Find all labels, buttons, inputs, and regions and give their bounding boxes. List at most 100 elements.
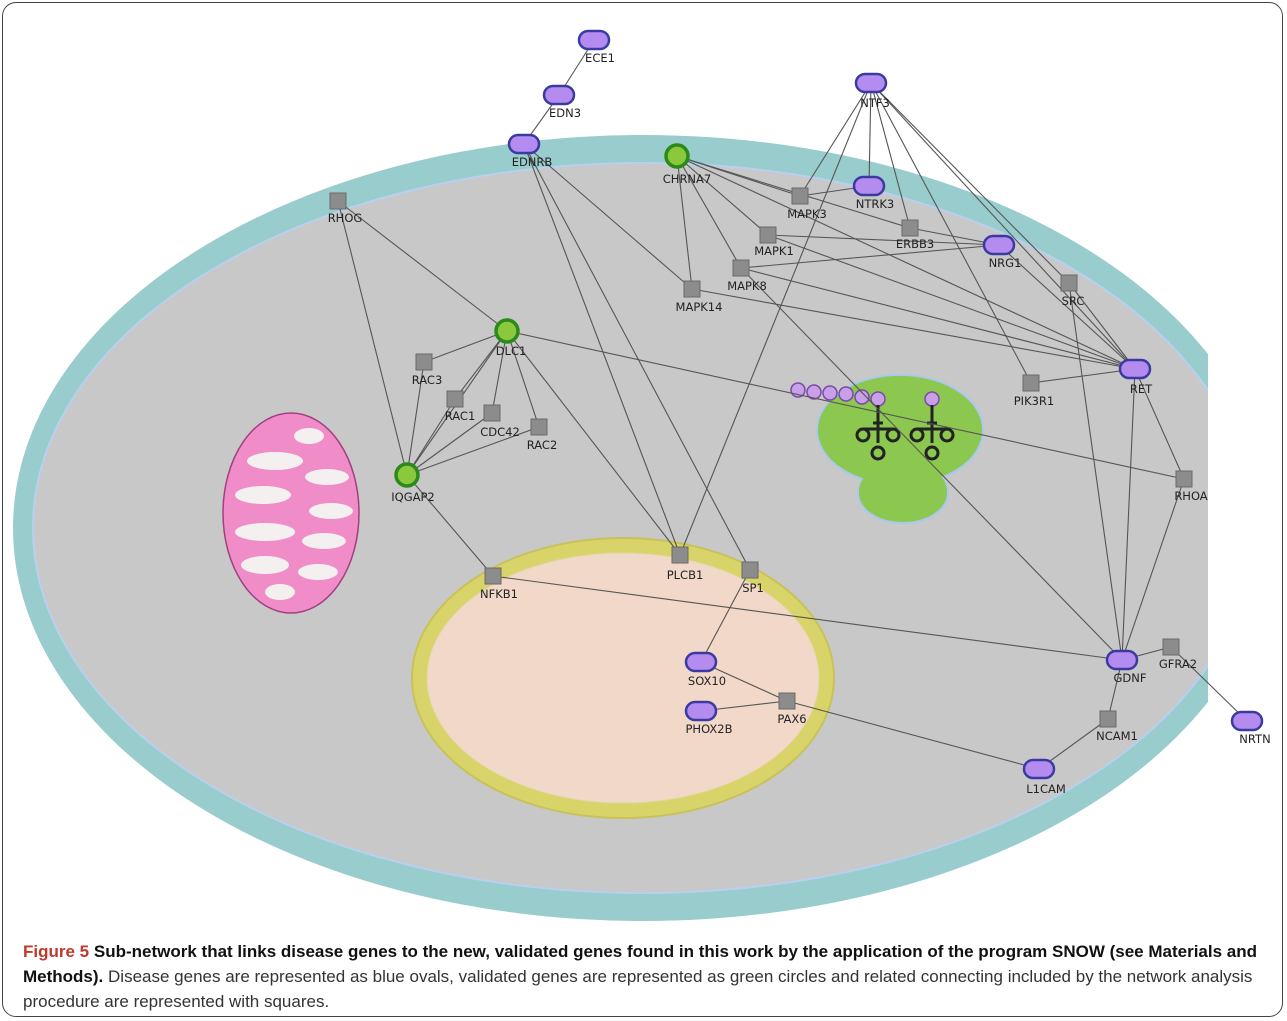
node-src[interactable]: SRC bbox=[1060, 274, 1084, 308]
node-chrna7[interactable]: CHRNA7 bbox=[663, 143, 711, 186]
node-ntrk3[interactable]: NTRK3 bbox=[852, 175, 894, 211]
edge-dlc1-rac3 bbox=[423, 330, 508, 363]
disease-gene-oval bbox=[1230, 710, 1264, 732]
edge-nfkb1-gdnf bbox=[492, 575, 1123, 661]
edge-nrg1-ret bbox=[998, 244, 1136, 370]
node-label: ERBB3 bbox=[896, 237, 934, 251]
node-label: RAC1 bbox=[445, 409, 476, 423]
node-label: RAC2 bbox=[527, 438, 558, 452]
disease-gene-oval bbox=[684, 651, 718, 673]
node-mapk8[interactable]: MAPK8 bbox=[727, 259, 767, 293]
node-nrg1[interactable]: NRG1 bbox=[982, 234, 1022, 270]
node-nrtn[interactable]: NRTN bbox=[1230, 710, 1271, 746]
node-label: CDC42 bbox=[480, 425, 520, 439]
disease-gene-oval bbox=[507, 133, 541, 155]
edge-chrna7-mapk1 bbox=[676, 155, 769, 236]
node-rhoa[interactable]: RHOA bbox=[1174, 470, 1208, 503]
node-mapk14[interactable]: MAPK14 bbox=[676, 280, 723, 314]
edge-cdc42-iqgap2 bbox=[406, 412, 493, 476]
connector-square bbox=[483, 404, 501, 422]
node-label: DLC1 bbox=[496, 344, 527, 358]
connector-square bbox=[791, 187, 809, 205]
edge-src-ret bbox=[1068, 282, 1136, 370]
node-rac2[interactable]: RAC2 bbox=[527, 418, 558, 452]
node-label: MAPK14 bbox=[676, 300, 723, 314]
edge-pax6-l1cam bbox=[786, 700, 1040, 770]
edge-ntf3-src bbox=[870, 82, 1070, 284]
node-label: NRG1 bbox=[989, 256, 1022, 270]
connector-square bbox=[1099, 710, 1117, 728]
edge-rhog-dlc1 bbox=[337, 200, 508, 332]
node-ntf3[interactable]: NTF3 bbox=[854, 72, 890, 110]
node-l1cam[interactable]: L1CAM bbox=[1022, 758, 1066, 796]
node-label: SP1 bbox=[742, 581, 764, 595]
node-rac3[interactable]: RAC3 bbox=[412, 353, 443, 387]
node-gfra2[interactable]: GFRA2 bbox=[1159, 638, 1197, 671]
connector-square bbox=[530, 418, 548, 436]
node-ednrb[interactable]: EDNRB bbox=[507, 133, 552, 169]
node-ece1[interactable]: ECE1 bbox=[577, 29, 615, 65]
edge-rac2-iqgap2 bbox=[406, 426, 540, 476]
edge-rhog-iqgap2 bbox=[337, 200, 408, 476]
figure-caption: Figure 5 Sub-network that links disease … bbox=[23, 939, 1271, 1014]
edge-src-gdnf bbox=[1068, 282, 1123, 661]
edge-ednrb-plcb1 bbox=[523, 143, 681, 556]
node-plcb1[interactable]: PLCB1 bbox=[667, 546, 704, 582]
node-pik3r1[interactable]: PIK3R1 bbox=[1014, 374, 1055, 408]
connector-square bbox=[741, 561, 759, 579]
node-edn3[interactable]: EDN3 bbox=[542, 84, 581, 120]
node-label: NTRK3 bbox=[856, 197, 894, 211]
figure-title: Sub-network that links disease genes to … bbox=[23, 942, 1257, 986]
node-label: CHRNA7 bbox=[663, 172, 711, 186]
node-pax6[interactable]: PAX6 bbox=[777, 692, 807, 726]
node-rac1[interactable]: RAC1 bbox=[445, 390, 476, 423]
node-label: NCAM1 bbox=[1096, 729, 1138, 743]
node-ret[interactable]: RET bbox=[1118, 358, 1153, 396]
node-ncam1[interactable]: NCAM1 bbox=[1096, 710, 1138, 743]
connector-square bbox=[778, 692, 796, 710]
node-label: RAC3 bbox=[412, 373, 443, 387]
validated-gene-circle bbox=[494, 318, 520, 344]
edge-rac1-iqgap2 bbox=[406, 398, 456, 476]
edge-mapk8-gdnf bbox=[740, 267, 1123, 661]
node-label: RHOA bbox=[1174, 489, 1207, 503]
edge-mapk8-nrg1 bbox=[740, 244, 1000, 269]
node-sox10[interactable]: SOX10 bbox=[684, 651, 726, 688]
node-mapk1[interactable]: MAPK1 bbox=[754, 226, 794, 258]
edge-ntf3-ret bbox=[870, 82, 1136, 370]
edge-rhoa-gdnf bbox=[1121, 478, 1185, 661]
node-nfkb1[interactable]: NFKB1 bbox=[480, 567, 518, 601]
golgi-organelle bbox=[790, 374, 984, 524]
node-gdnf[interactable]: GDNF bbox=[1105, 649, 1146, 685]
edge-ret-gdnf bbox=[1121, 368, 1136, 661]
disease-gene-oval bbox=[982, 234, 1016, 256]
node-erbb3[interactable]: ERBB3 bbox=[896, 219, 934, 251]
node-iqgap2[interactable]: IQGAP2 bbox=[391, 462, 435, 504]
node-dlc1[interactable]: DLC1 bbox=[494, 318, 527, 358]
connector-square bbox=[415, 353, 433, 371]
node-phox2b[interactable]: PHOX2B bbox=[684, 700, 733, 736]
connector-square bbox=[901, 219, 919, 237]
edge-dlc1-rhoa bbox=[506, 330, 1185, 480]
node-rhog[interactable]: RHOG bbox=[328, 192, 363, 225]
edge-dlc1-rac2 bbox=[506, 330, 540, 428]
node-label: L1CAM bbox=[1026, 782, 1066, 796]
node-sp1[interactable]: SP1 bbox=[741, 561, 764, 595]
connector-square bbox=[671, 546, 689, 564]
edge-chrna7-mapk14 bbox=[676, 155, 693, 290]
node-mapk3[interactable]: MAPK3 bbox=[787, 187, 827, 221]
disease-gene-oval bbox=[577, 29, 611, 51]
nucleus bbox=[411, 537, 835, 819]
edge-ntf3-plcb1 bbox=[679, 82, 872, 556]
node-label: NFKB1 bbox=[480, 587, 518, 601]
node-label: NTF3 bbox=[860, 96, 890, 110]
node-label: RET bbox=[1130, 382, 1153, 396]
connector-square bbox=[329, 192, 347, 210]
node-label: PAX6 bbox=[777, 712, 806, 726]
edge-ntf3-ntrk3 bbox=[868, 82, 872, 187]
edge-mapk8-ret bbox=[740, 267, 1136, 370]
node-cdc42[interactable]: CDC42 bbox=[480, 404, 520, 439]
edge-mapk1-ret bbox=[767, 234, 1136, 370]
